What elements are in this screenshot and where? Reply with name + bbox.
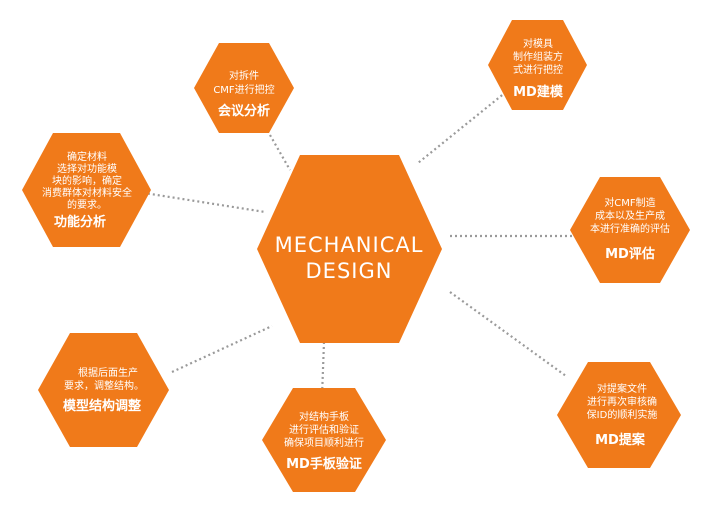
center-title-line1: MECHANICAL: [275, 233, 424, 257]
connector-moxing: [171, 325, 273, 373]
node-moxing-title: 模型结构调整: [63, 398, 142, 414]
node-gongneng-title: 功能分析: [54, 214, 106, 230]
node-tian-desc3: 保ID的顺利实施: [587, 408, 658, 421]
node-tian: 对提案文件 进行再次审核确 保ID的顺利实施 MD提案: [557, 362, 681, 468]
node-tian-title: MD提案: [595, 432, 646, 448]
connector-jianmo: [417, 91, 507, 164]
node-gongneng-desc4: 消费群体对材料安全: [42, 186, 132, 199]
connector-shouban: [320, 341, 326, 397]
center-hexagon: MECHANICAL DESIGN: [257, 155, 442, 343]
node-pinggu-desc3: 本进行准确的评估: [590, 222, 670, 235]
node-shouban-desc1: 对结构手板: [299, 410, 349, 423]
node-jianmo-desc1: 对模具: [523, 37, 553, 50]
center-title-line2: DESIGN: [306, 259, 393, 283]
node-gongneng-desc1: 确定材料: [67, 150, 107, 163]
node-pinggu: 对CMF制造 成本以及生产成 本进行准确的评估 MD评估: [570, 177, 690, 283]
node-jianmo-desc2: 制作组装方: [513, 50, 563, 63]
node-jianmo-title: MD建模: [513, 84, 564, 100]
node-gongneng-desc3: 块的影响，确定: [52, 174, 122, 187]
node-gongneng-desc5: 的要求。: [67, 198, 107, 211]
node-huiyi-desc2: CMF进行把控: [213, 83, 274, 96]
node-tian-desc1: 对提案文件: [597, 382, 647, 395]
connector-huiyi: [269, 134, 291, 171]
node-shouban-desc2: 进行评估和验证: [289, 423, 359, 436]
node-tian-desc2: 进行再次审核确: [587, 395, 657, 408]
node-moxing-desc1: 根据后面生产: [78, 366, 138, 379]
node-pinggu-desc1: 对CMF制造: [604, 196, 655, 209]
node-pinggu-title: MD评估: [605, 246, 655, 262]
node-shouban-desc3: 确保项目顺利进行: [284, 436, 364, 449]
node-jianmo-desc3: 式进行把控: [513, 63, 563, 76]
node-jianmo: 对模具 制作组装方 式进行把控 MD建模: [488, 20, 587, 110]
node-shouban: 对结构手板 进行评估和验证 确保项目顺利进行 MD手板验证: [262, 388, 386, 492]
node-huiyi: 对拆件 CMF进行把控 会议分析: [194, 43, 294, 133]
node-shouban-title: MD手板验证: [286, 456, 362, 472]
node-moxing-desc2: 要求，调整结构。: [64, 379, 144, 392]
connector-tian: [449, 291, 567, 377]
node-moxing: 根据后面生产 要求，调整结构。 模型结构调整: [38, 333, 169, 447]
node-pinggu-desc2: 成本以及生产成: [595, 209, 665, 222]
connectors: [137, 91, 578, 397]
node-huiyi-desc1: 对拆件: [229, 69, 259, 82]
connector-gongneng: [137, 190, 266, 214]
node-gongneng: 确定材料 选择对功能模 块的影响，确定 消费群体对材料安全 的要求。 功能分析: [22, 133, 151, 247]
node-gongneng-desc2: 选择对功能模: [57, 162, 117, 175]
node-huiyi-title: 会议分析: [218, 103, 270, 119]
